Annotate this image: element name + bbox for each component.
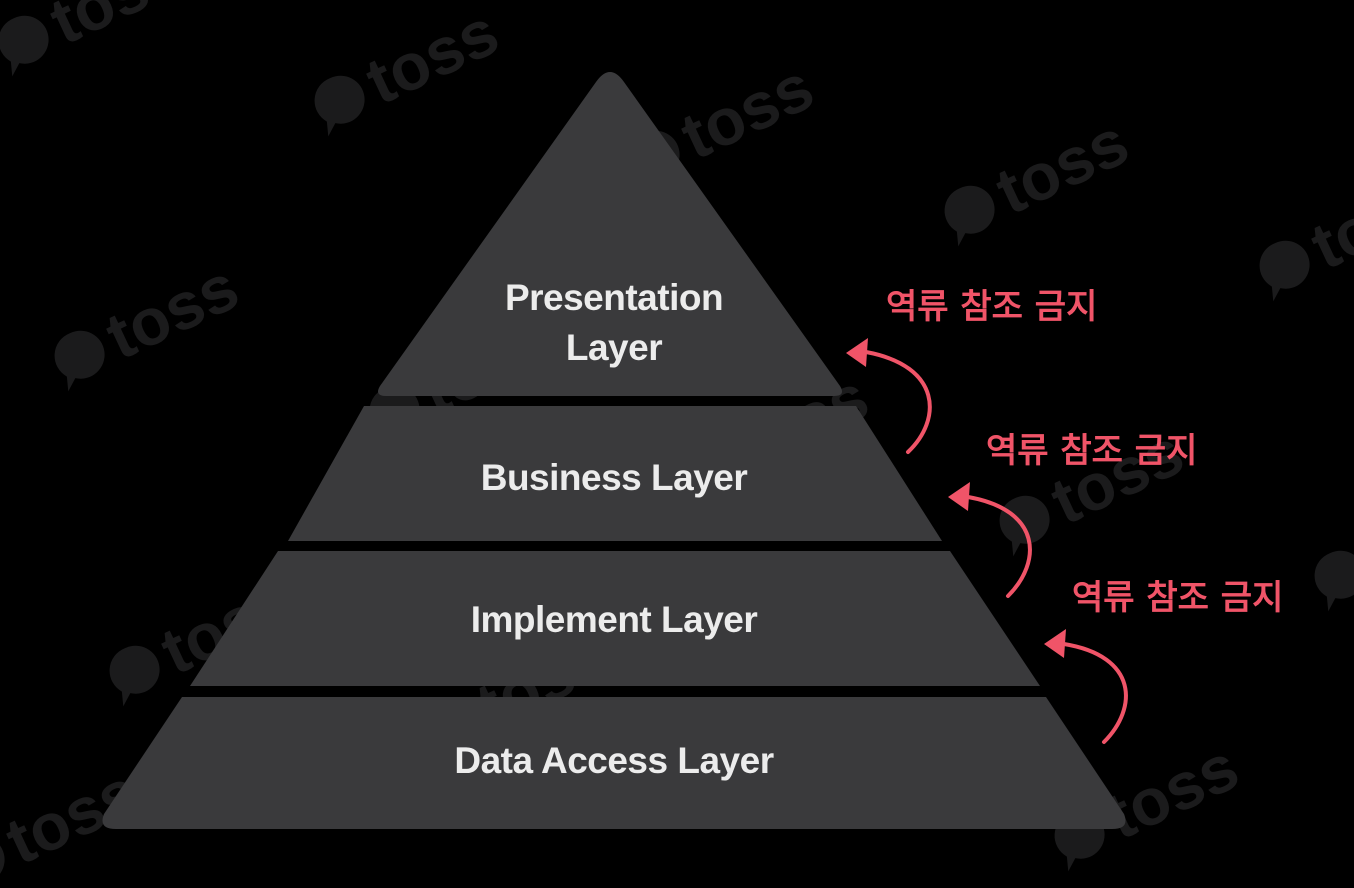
implement-layer-label: Implement Layer [471,599,758,640]
toss-watermark [1245,158,1354,309]
presentation-layer-label-line2: Layer [566,327,662,368]
curved-up-arrow-icon [966,495,1032,598]
toss-watermark [300,0,510,144]
toss-watermark [1300,468,1354,619]
arrow-head [846,338,868,367]
arrow-head [1044,629,1066,658]
curved-up-arrow-icon [864,350,932,454]
pyramid: Presentation Layer Business Layer Implem… [102,72,1126,829]
business-layer-block [288,406,942,541]
implement-layer-block [190,551,1040,686]
curved-up-arrow-icon [1062,642,1128,744]
rule-label: 역류 참조 금지 [1072,578,1283,618]
toss-watermark [0,0,194,84]
presentation-layer-label: Presentation [505,277,723,318]
rule-presentation-business: 역류 참조 금지 [846,287,1097,454]
data-access-layer-label: Data Access Layer [454,740,773,781]
rule-business-implement: 역류 참조 금지 [948,431,1197,598]
presentation-layer-block [378,72,842,396]
data-access-layer-block [102,697,1126,829]
rule-implement-data-access: 역류 참조 금지 [1044,578,1283,744]
rule-label: 역류 참조 금지 [986,431,1197,471]
rule-label: 역류 참조 금지 [886,287,1097,327]
toss-watermark [930,103,1140,254]
arrow-head [948,482,970,511]
business-layer-label: Business Layer [481,457,748,498]
toss-watermark [40,248,250,399]
reverse-reference-rules: 역류 참조 금지 역류 참조 금지 역류 참조 금지 [846,287,1283,744]
